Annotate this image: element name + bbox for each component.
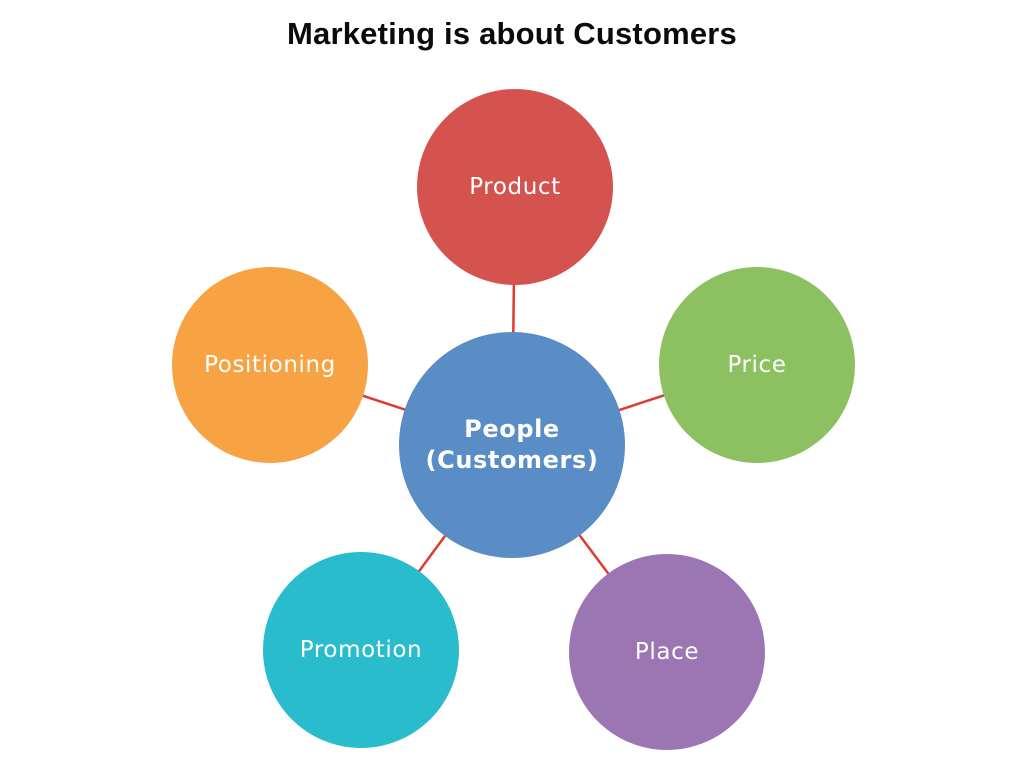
node-place-label: Place [634,639,700,665]
node-price: Price [659,267,855,463]
node-people: People(Customers) [399,332,625,558]
page-title: Marketing is about Customers [286,16,737,51]
node-product: Product [417,89,613,285]
node-positioning-label: Positioning [204,352,336,378]
node-people-label: People(Customers) [425,414,599,474]
node-price-label: Price [727,352,787,378]
node-promotion-label: Promotion [299,637,423,663]
node-product-label: Product [469,174,561,200]
node-place: Place [569,554,765,750]
node-positioning: Positioning [172,267,368,463]
node-promotion: Promotion [263,552,459,748]
